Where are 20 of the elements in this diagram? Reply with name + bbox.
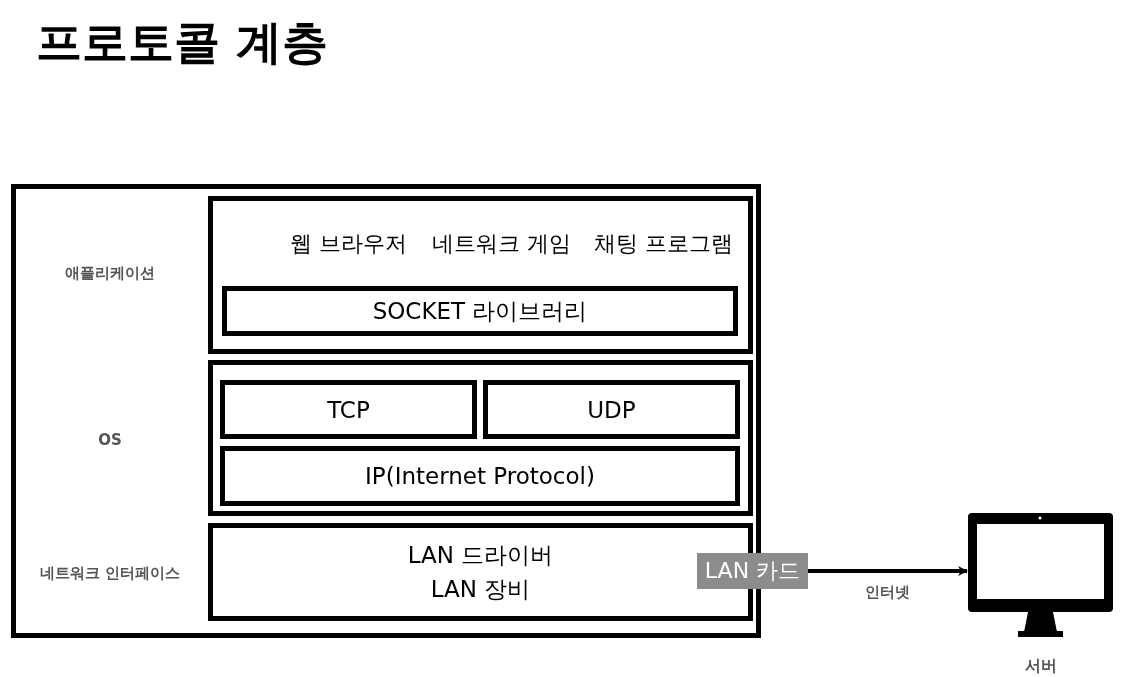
layer-box: [208, 360, 753, 516]
layer-label: 네트워크 인터페이스: [39, 563, 181, 583]
layer-label: OS: [98, 431, 122, 449]
arrow: [808, 566, 968, 576]
program-name: 네트워크 게임: [432, 230, 571, 258]
layer-box: [208, 196, 753, 354]
layer-text: LAN 드라이버: [407, 541, 554, 570]
node-label: 서버: [1024, 656, 1057, 677]
title: 프로토콜 계층: [36, 14, 328, 71]
edge-label: 인터넷: [863, 583, 912, 602]
program-name: 채팅 프로그램: [594, 230, 733, 258]
layer-label: 애플리케이션: [65, 263, 155, 283]
protocol-box: UDP: [483, 380, 740, 439]
program-name: 웹 브라우저: [290, 230, 407, 258]
card-tag: LAN 카드: [697, 553, 808, 589]
layer-text: LAN 장비: [430, 575, 531, 604]
protocol-box: IP(Internet Protocol): [220, 446, 740, 506]
layer-box: [208, 523, 753, 621]
library-box: SOCKET 라이브러리: [222, 286, 738, 336]
protocol-box: TCP: [220, 380, 477, 439]
